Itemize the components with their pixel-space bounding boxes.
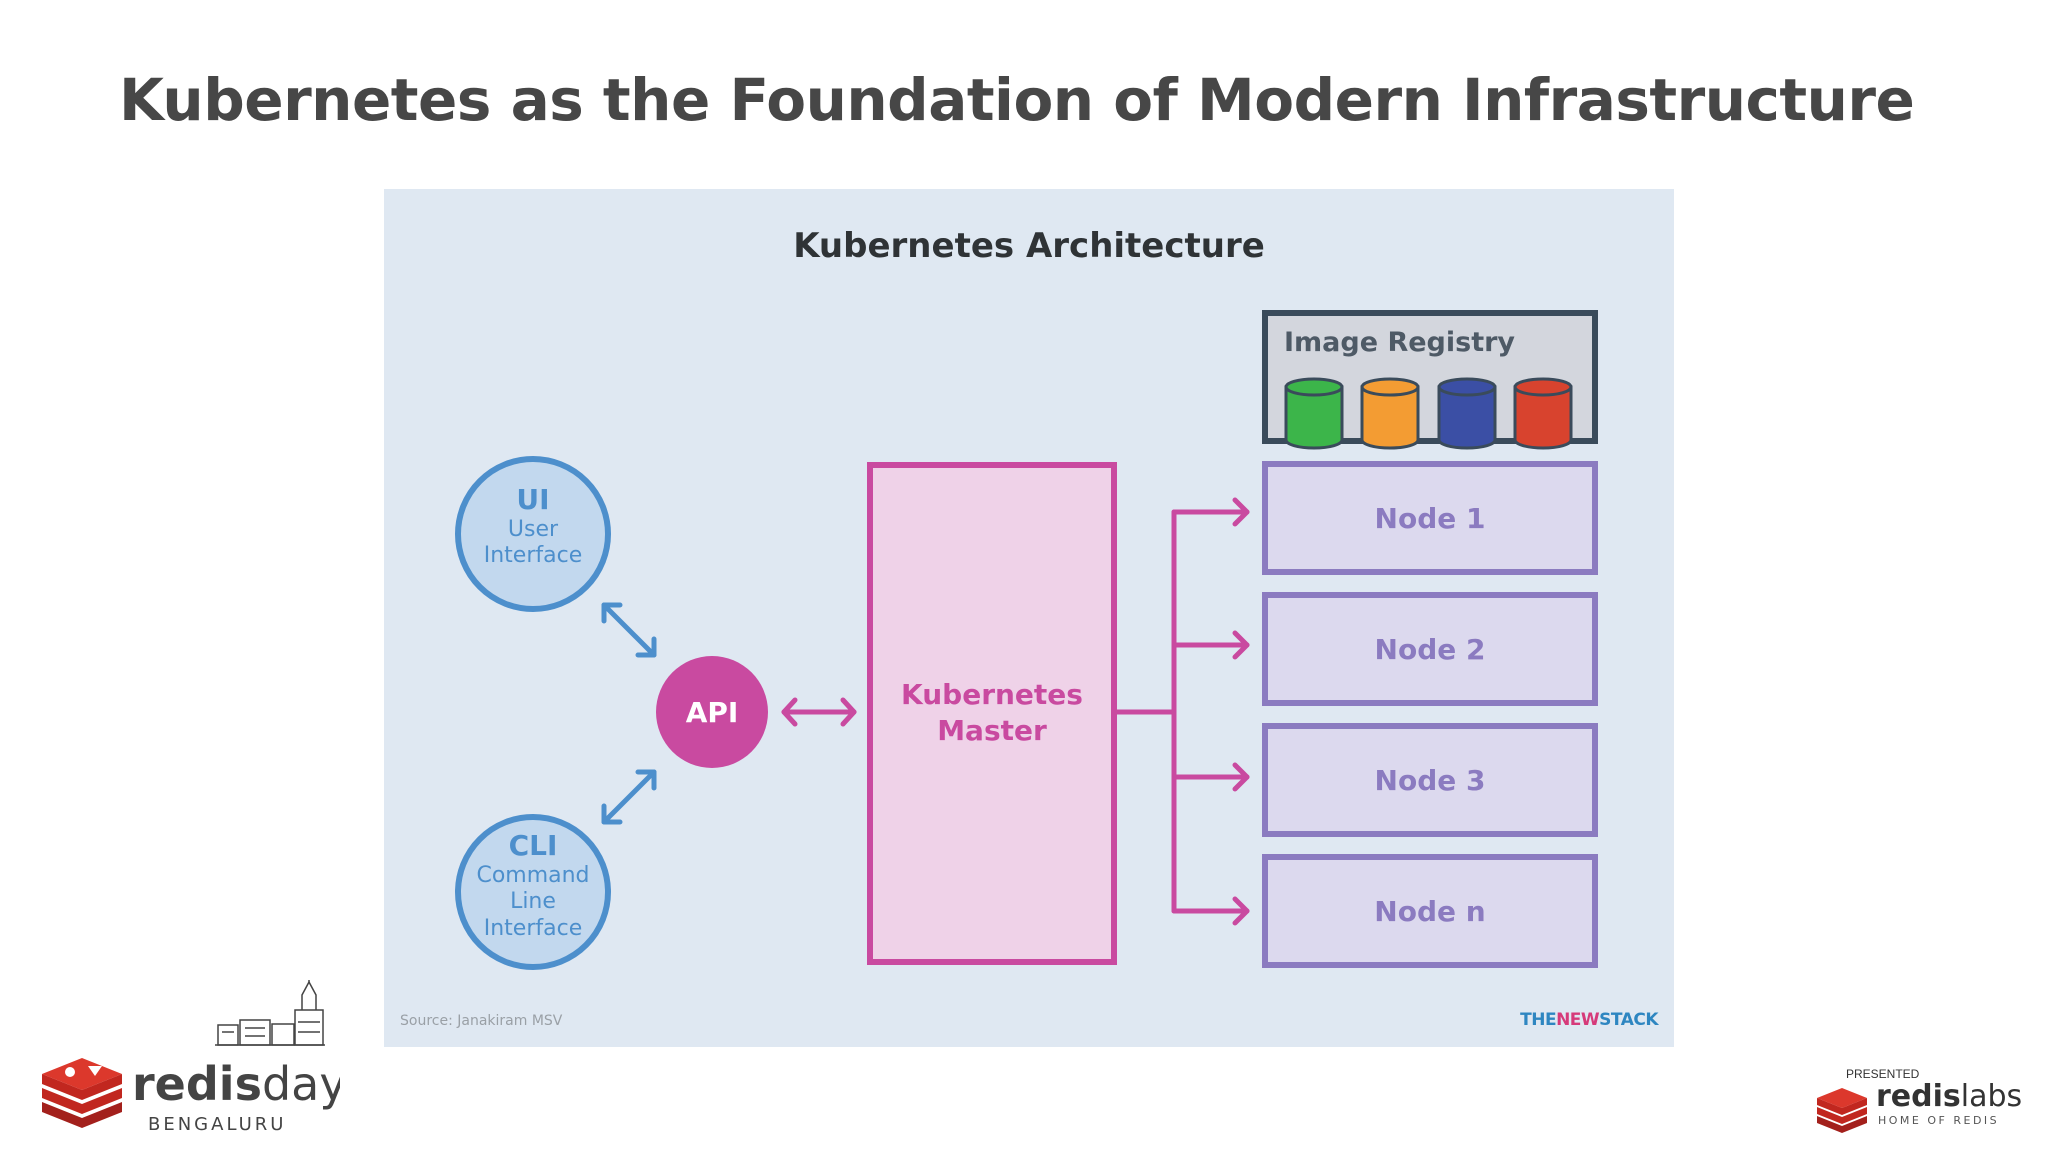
api-label: API <box>686 696 739 729</box>
master-line: Kubernetes <box>901 678 1083 711</box>
kubernetes-master-box: Kubernetes Master <box>867 462 1117 965</box>
ui-line: User <box>508 517 559 542</box>
ui-abbr: UI <box>516 483 549 516</box>
master-line: Master <box>937 714 1047 747</box>
node-box: Node 1 <box>1262 461 1598 575</box>
redis-cube-icon <box>1817 1088 1867 1133</box>
redis-cube-icon <box>42 1058 122 1128</box>
node-label: Node 2 <box>1375 633 1486 666</box>
redislabs-wordmark: redislabs <box>1876 1079 2022 1114</box>
cli-line: Line <box>510 889 556 914</box>
image-registry-label: Image Registry <box>1284 327 1515 358</box>
node-box: Node 2 <box>1262 592 1598 706</box>
registry-cylinder <box>1284 377 1344 450</box>
cli-client-circle: CLI Command Line Interface <box>455 814 611 970</box>
registry-cylinder <box>1437 377 1497 450</box>
node-label: Node 3 <box>1375 764 1486 797</box>
ui-line: Interface <box>484 543 583 568</box>
registry-cylinder <box>1513 377 1573 450</box>
city-label: BENGALURU <box>148 1114 286 1135</box>
node-label: Node 1 <box>1375 502 1486 535</box>
slide-title: Kubernetes as the Foundation of Modern I… <box>119 66 1915 134</box>
source-caption: Source: Janakiram MSV <box>400 1013 563 1029</box>
redisday-bengaluru-logo: redisday BENGALURU <box>42 980 340 1135</box>
diagram-title: Kubernetes Architecture <box>793 226 1265 266</box>
node-box: Node 3 <box>1262 723 1598 837</box>
image-registry: Image Registry <box>1262 310 1598 450</box>
api-circle: API <box>656 656 768 768</box>
ui-client-circle: UI User Interface <box>455 456 611 612</box>
publisher-logo: THENEWSTACK <box>1520 1010 1659 1030</box>
cli-line: Interface <box>484 916 583 941</box>
redislabs-tagline: HOME OF REDIS <box>1878 1114 1999 1127</box>
redisday-wordmark: redisday <box>132 1057 340 1111</box>
kubernetes-architecture-diagram: Kubernetes Architecture Image Registry U… <box>384 189 1674 1047</box>
node-box: Node n <box>1262 854 1598 968</box>
ui-api-arrow <box>601 602 657 658</box>
api-master-arrow <box>781 697 857 727</box>
skyline-icon <box>215 980 325 1046</box>
presented-caption: PRESENTED <box>1846 1067 1920 1081</box>
cli-api-arrow <box>601 769 657 825</box>
cli-line: Command <box>476 863 589 888</box>
registry-cylinder <box>1360 377 1420 450</box>
redislabs-logo: PRESENTED redislabs HOME OF REDIS <box>1817 1067 2022 1133</box>
node-label: Node n <box>1374 895 1485 928</box>
master-node-connectors <box>1111 497 1250 926</box>
cli-abbr: CLI <box>509 829 558 862</box>
